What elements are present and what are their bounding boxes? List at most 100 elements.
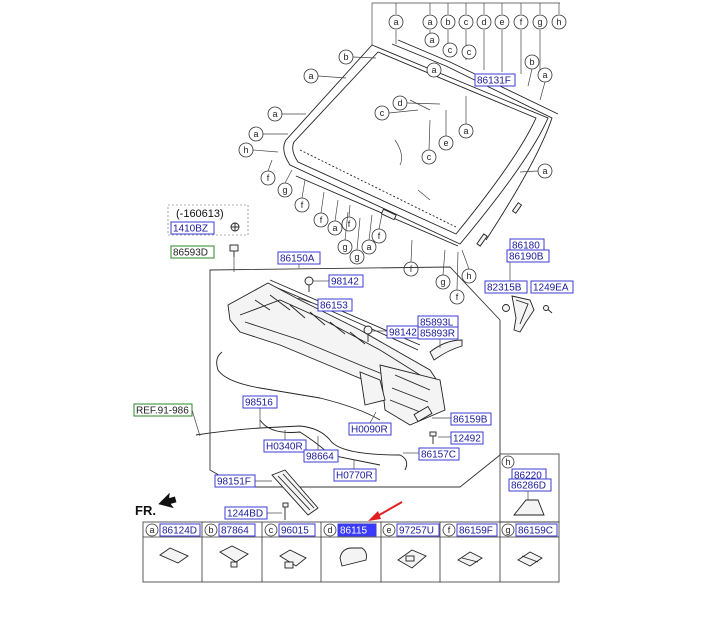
callout-f: f — [410, 264, 413, 274]
callout-f: f — [520, 17, 523, 27]
legend-cell-d[interactable]: d 86115 — [323, 523, 377, 567]
callout-b: b — [445, 17, 450, 27]
svg-text:86159B: 86159B — [453, 415, 488, 426]
bottom-bracket: 98151F 1244BD — [214, 469, 319, 520]
fr-label: FR. — [135, 503, 156, 518]
svg-text:85893L: 85893L — [420, 318, 454, 329]
legend-cell-b[interactable]: b 87864 — [204, 523, 256, 568]
part-label-H0770R[interactable]: H0770R — [333, 460, 377, 482]
svg-text:REF.91-986: REF.91-986 — [136, 406, 189, 417]
callout-c: c — [464, 17, 469, 27]
svg-text:b: b — [208, 525, 213, 535]
date-note: (-160613) — [176, 208, 224, 220]
side-strip-part: 86180 86190B 82315B 1249EA — [484, 238, 574, 333]
part-label-86153[interactable]: 86153 — [297, 297, 353, 312]
svg-text:86150A: 86150A — [280, 254, 315, 265]
callout-a: a — [542, 166, 547, 176]
part-label-86180[interactable]: 86180 — [509, 238, 545, 252]
detail-box-h: h 86220 86286D — [499, 453, 560, 523]
part-label-H0340R[interactable]: H0340R — [263, 430, 307, 453]
windshield-inner-callouts: a c c a d c a e c — [374, 32, 477, 165]
callout-g: g — [354, 252, 359, 262]
callout-a: a — [366, 242, 371, 252]
part-label-REF[interactable]: REF.91-986 — [133, 403, 201, 437]
callout-b: b — [529, 57, 534, 67]
callout-a: a — [253, 129, 258, 139]
part-label-82315B[interactable]: 82315B — [484, 280, 528, 312]
callout-a: a — [393, 17, 398, 27]
svg-text:1249EA: 1249EA — [533, 283, 569, 294]
legend-cell-e[interactable]: e 97257U — [382, 523, 440, 569]
part-label-98142-top[interactable]: 98142 — [304, 274, 364, 292]
legend-cell-a[interactable]: a 86124D — [145, 523, 201, 564]
part-label-86190B[interactable]: 86190B — [506, 249, 550, 263]
svg-text:86159F: 86159F — [459, 526, 493, 537]
svg-text:86190B: 86190B — [509, 252, 544, 263]
front-direction-indicator: FR. — [135, 492, 177, 518]
highlight-arrow — [368, 501, 403, 521]
callout-e: e — [499, 17, 504, 27]
svg-text:86159C: 86159C — [518, 526, 553, 537]
svg-text:86124D: 86124D — [162, 526, 197, 537]
svg-text:97257U: 97257U — [399, 526, 434, 537]
callout-d: d — [481, 17, 486, 27]
callout-c: c — [467, 47, 472, 57]
part-label-85893[interactable]: 85893L 85893R — [417, 315, 463, 361]
callout-g: g — [537, 17, 542, 27]
part-label-1244BD[interactable]: 1244BD — [224, 502, 289, 520]
svg-text:H0090R: H0090R — [351, 425, 388, 436]
callout-g: g — [342, 242, 347, 252]
callout-f: f — [456, 292, 459, 302]
svg-text:12492: 12492 — [453, 434, 481, 445]
svg-text:H0770R: H0770R — [336, 471, 373, 482]
callout-a: a — [427, 17, 432, 27]
svg-text:H0340R: H0340R — [266, 442, 303, 453]
callout-a: a — [431, 65, 436, 75]
part-label-86157C[interactable]: 86157C — [403, 447, 460, 461]
part-label-H0090R[interactable]: H0090R — [348, 411, 392, 436]
windshield-glass — [283, 39, 559, 247]
cowl-top-panel — [227, 279, 446, 426]
part-label-86150A[interactable]: 86150A — [277, 251, 321, 265]
svg-text:86131F: 86131F — [477, 76, 511, 87]
part-label-1410BZ[interactable]: 1410BZ — [170, 221, 215, 235]
svg-text:98142: 98142 — [331, 277, 359, 288]
part-label-86593D[interactable]: 86593D — [170, 245, 215, 259]
svg-text:86153: 86153 — [320, 301, 348, 312]
svg-text:g: g — [505, 525, 510, 535]
legend-cell-f[interactable]: f 86159F — [442, 523, 498, 567]
part-label-98151F[interactable]: 98151F — [214, 474, 272, 488]
callout-a: a — [308, 71, 313, 81]
legend-grid — [142, 521, 560, 583]
svg-text:1410BZ: 1410BZ — [173, 224, 208, 235]
part-label-86131F[interactable]: 86131F — [474, 73, 516, 87]
callout-c: c — [380, 108, 385, 118]
svg-text:a: a — [149, 525, 154, 535]
part-label-86159B[interactable]: 86159B — [413, 405, 492, 426]
callout-a: a — [542, 70, 547, 80]
callout-h: h — [466, 271, 471, 281]
part-label-86286D[interactable]: 86286D — [508, 478, 552, 492]
part-label-98516[interactable]: 98516 — [242, 395, 278, 428]
callout-h: h — [556, 17, 561, 27]
part-label-98664[interactable]: 98664 — [303, 436, 339, 463]
callout-h: h — [243, 145, 248, 155]
svg-text:98151F: 98151F — [217, 477, 251, 488]
callout-b: b — [343, 52, 348, 62]
part-label-1249EA[interactable]: 1249EA — [530, 280, 574, 314]
svg-text:e: e — [386, 525, 391, 535]
svg-text:87864: 87864 — [221, 526, 249, 537]
svg-text:86180: 86180 — [512, 241, 540, 252]
legend-cell-c[interactable]: c 96015 — [264, 523, 316, 569]
legend-cell-g[interactable]: g 86159C — [501, 523, 558, 567]
callout-f: f — [378, 231, 381, 241]
svg-text:86593D: 86593D — [173, 248, 208, 259]
clip-group-left: (-160613) 1410BZ 86593D — [167, 204, 249, 272]
callout-a: a — [463, 126, 468, 136]
windshield-left-callouts: b a a a h f g f f a f g a g f f g f h — [238, 49, 477, 305]
callout-a: a — [332, 223, 337, 233]
callout-f: f — [348, 219, 351, 229]
callout-g: g — [282, 185, 287, 195]
part-label-12492[interactable]: 12492 — [429, 431, 484, 445]
